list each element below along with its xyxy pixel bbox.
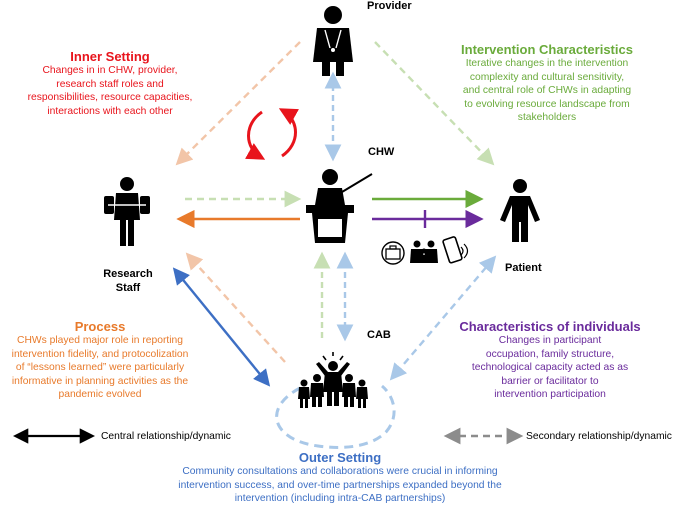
intervention-characteristics-title: Intervention Characteristics xyxy=(461,42,633,57)
process-title: Process xyxy=(74,319,126,334)
research-staff-label: Research Staff xyxy=(88,267,168,295)
inner-cycle-arrow-right xyxy=(278,108,299,158)
inner-setting-title: Inner Setting xyxy=(70,49,150,64)
inner-cycle-arrow-left xyxy=(245,110,266,160)
process-line-2: intervention fidelity, and protocolizati… xyxy=(11,348,189,360)
process-block: Process CHWs played major role in report… xyxy=(2,319,198,402)
outer-setting-line-2: intervention success, and over-time part… xyxy=(178,479,502,491)
legend-central-label: Central relationship/dynamic xyxy=(101,431,231,442)
provider-icon xyxy=(313,6,353,76)
process-line-3: of “lessons learned” were particularly xyxy=(15,362,185,374)
research-staff-label-line-2: Staff xyxy=(115,282,141,294)
cab-label: CAB xyxy=(367,329,391,341)
process-line-4: informative in planning activities as th… xyxy=(11,375,189,387)
intervention-characteristics-line-5: stakeholders xyxy=(517,112,577,124)
characteristics-of-individuals-line-3: technological capacity acted as as xyxy=(471,362,629,374)
chw-label: CHW xyxy=(368,146,395,158)
characteristics-of-individuals-line-4: barrier or facilitator to xyxy=(501,375,599,387)
legend-secondary-label: Secondary relationship/dynamic xyxy=(526,431,672,442)
outer-setting-title: Outer Setting xyxy=(298,450,382,465)
patient-icon xyxy=(500,179,540,242)
research-staff-label-line-1: Research xyxy=(103,268,153,280)
intervention-characteristics-line-4: to evolving resource landscape from xyxy=(464,98,630,110)
intervention-characteristics-line-3: and central role of CHWs in adapting xyxy=(462,85,632,97)
briefcase-icon xyxy=(381,241,405,265)
intervention-characteristics-line-2: complexity and cultural sensitivity, xyxy=(469,71,625,83)
patient-label: Patient xyxy=(505,262,542,274)
process-line-1: CHWs played major role in reporting xyxy=(17,335,183,346)
outer-setting-ellipse xyxy=(275,384,396,449)
cab-community-icon xyxy=(298,352,368,408)
research-staff-icon xyxy=(104,177,150,246)
outer-setting-block: Outer Setting Community consultations an… xyxy=(130,450,550,506)
inner-setting-block: Inner Setting Changes in in CHW, provide… xyxy=(10,49,210,118)
arrow-research-staff-cab-blue xyxy=(172,267,271,387)
inner-setting-line-2: research staff roles and xyxy=(56,78,164,90)
smartphone-icon xyxy=(442,236,469,264)
characteristics-of-individuals-line-1: Changes in participant xyxy=(498,335,602,346)
inner-setting-line-1: Changes in in CHW, provider, xyxy=(42,65,178,76)
process-line-5: pandemic evolved xyxy=(58,389,142,401)
outer-setting-line-1: Community consultations and collaboratio… xyxy=(182,466,498,477)
provider-label: Provider xyxy=(367,0,412,12)
arrow-patient-cab xyxy=(389,255,497,381)
characteristics-of-individuals-line-5: intervention participation xyxy=(494,389,606,401)
intervention-characteristics-line-1: Iterative changes in the intervention xyxy=(465,58,629,69)
outer-setting-line-3: intervention (including intra-CAB partne… xyxy=(234,493,446,505)
characteristics-of-individuals-title: Characteristics of individuals xyxy=(459,319,641,334)
arrow-provider-to-research-staff xyxy=(175,41,301,166)
characteristics-of-individuals-line-2: occupation, family structure, xyxy=(485,348,615,360)
inner-setting-line-3: responsibilities, resource capacities, xyxy=(27,92,193,104)
intervention-characteristics-block: Intervention Characteristics Iterative c… xyxy=(438,42,656,125)
chw-icon xyxy=(306,169,373,243)
inner-setting-line-4: interactions with each other xyxy=(47,105,173,117)
family-icon xyxy=(410,240,438,263)
arrow-provider-to-patient xyxy=(374,41,495,166)
characteristics-of-individuals-block: Characteristics of individuals Changes i… xyxy=(450,319,650,402)
